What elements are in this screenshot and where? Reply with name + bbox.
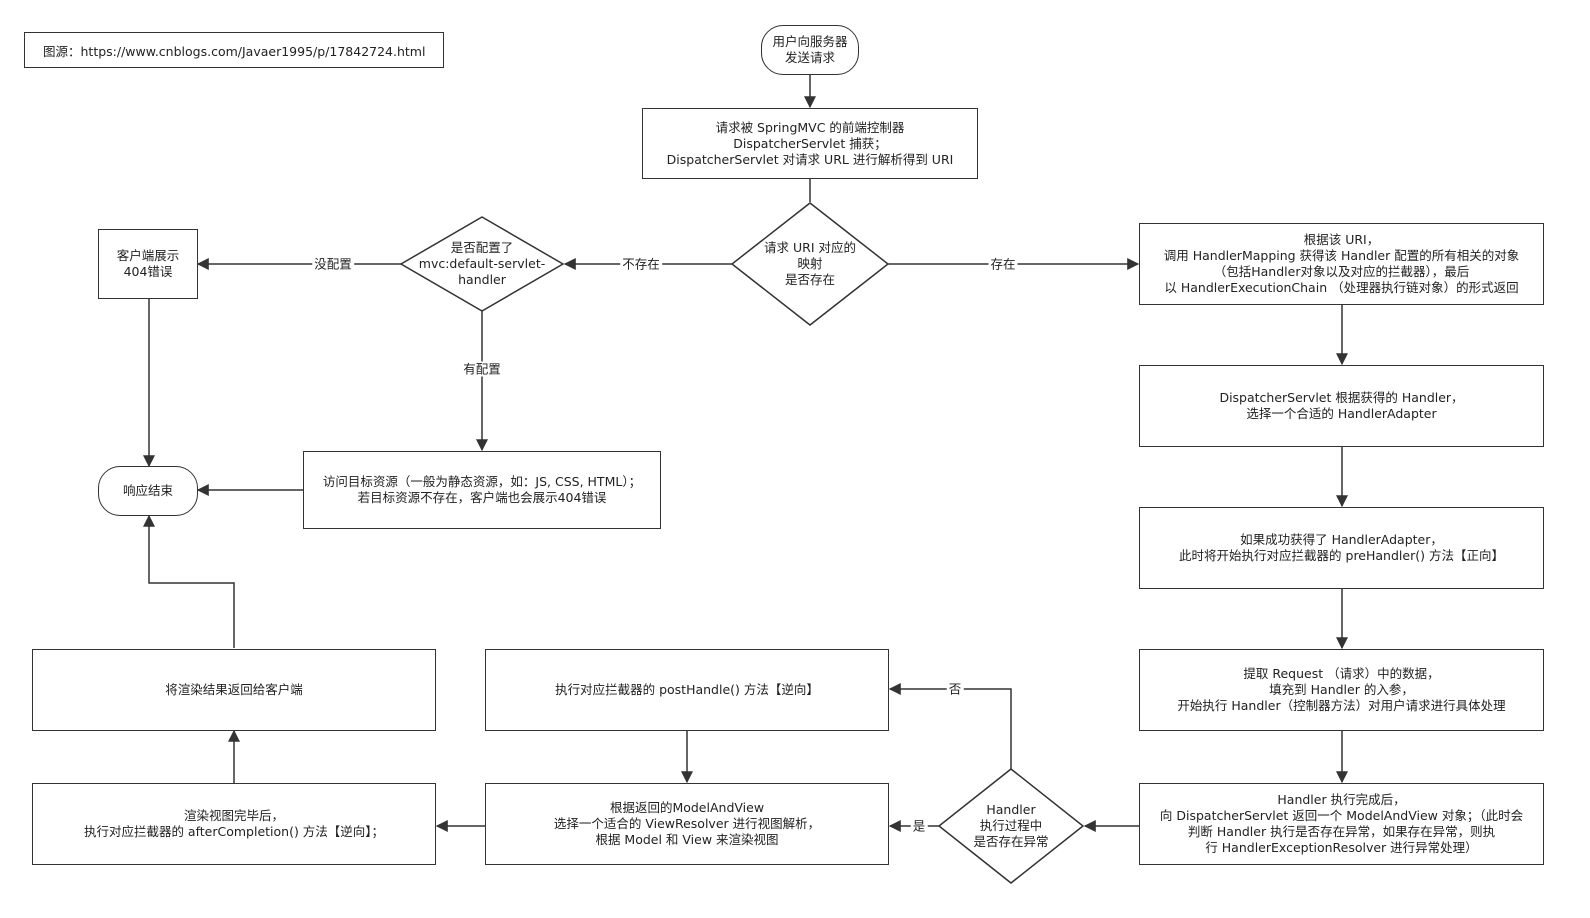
decision-handler-exception-text: Handler 执行过程中 是否存在异常 <box>973 802 1049 849</box>
edge-label-configured: 有配置 <box>461 361 503 377</box>
decision-uri-mapping-shape <box>730 202 890 326</box>
image-source-note: 图源：https://www.cnblogs.com/Javaer1995/p/… <box>24 32 444 68</box>
response-end-terminal: 响应结束 <box>98 466 198 516</box>
dispatcher-capture-box: 请求被 SpringMVC 的前端控制器 DispatcherServlet 捕… <box>642 108 978 179</box>
return-to-client-box: 将渲染结果返回给客户端 <box>32 649 436 731</box>
client-404-box: 客户端展示 404错误 <box>98 229 198 299</box>
edge-label-exists: 存在 <box>988 256 1018 272</box>
pre-handler-box: 如果成功获得了 HandlerAdapter， 此时将开始执行对应拦截器的 pr… <box>1139 507 1544 589</box>
after-completion-box: 渲染视图完毕后， 执行对应拦截器的 afterCompletion() 方法【逆… <box>32 783 436 865</box>
edge-label-yes: 是 <box>910 818 928 834</box>
handler-mapping-box: 根据该 URI， 调用 HandlerMapping 获得该 Handler 配… <box>1139 223 1544 305</box>
edge-return-to-end <box>143 514 235 648</box>
edge-exception-to-post-handle <box>888 683 1012 769</box>
extract-request-box: 提取 Request （请求）中的数据， 填充到 Handler 的入参， 开始… <box>1139 649 1544 731</box>
post-handle-box: 执行对应拦截器的 postHandle() 方法【逆向】 <box>485 649 889 731</box>
edge-label-not-exists: 不存在 <box>620 256 662 272</box>
edge-label-no: 否 <box>946 681 964 697</box>
view-resolver-box: 根据返回的ModelAndView 选择一个适合的 ViewResolver 进… <box>485 783 889 865</box>
decision-handler-exception-shape <box>937 768 1085 884</box>
decision-uri-mapping-text: 请求 URI 对应的 映射 是否存在 <box>764 240 856 287</box>
handler-done-box: Handler 执行完成后， 向 DispatcherServlet 返回一个 … <box>1139 783 1544 865</box>
access-resource-box: 访问目标资源（一般为静态资源，如：JS, CSS, HTML）； 若目标资源不存… <box>303 451 661 529</box>
edge-label-not-configured: 没配置 <box>312 256 354 272</box>
decision-default-servlet-text: 是否配置了 mvc:default-servlet- handler <box>418 240 546 287</box>
handler-adapter-box: DispatcherServlet 根据获得的 Handler， 选择一个合适的… <box>1139 365 1544 447</box>
start-user-request: 用户向服务器 发送请求 <box>761 25 859 75</box>
